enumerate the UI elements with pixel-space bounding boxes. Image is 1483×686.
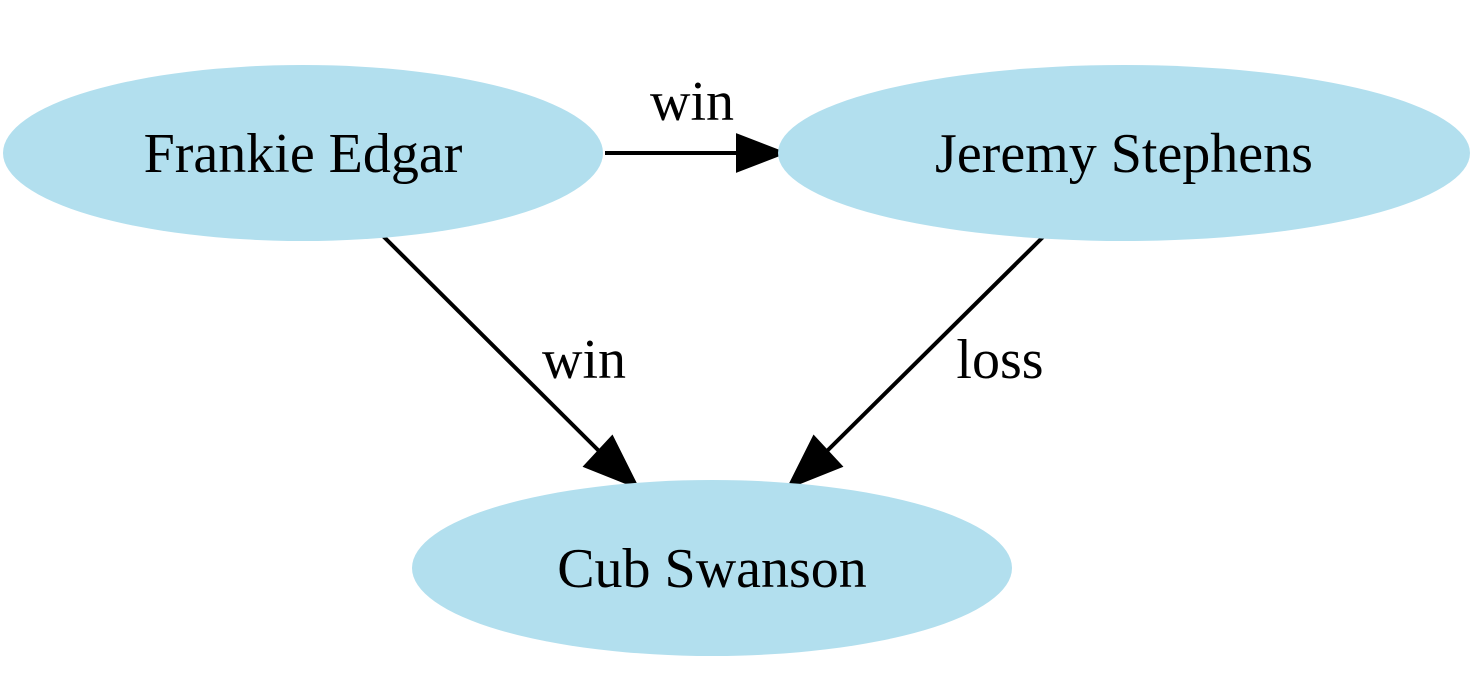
node-cub-swanson: Cub Swanson (412, 480, 1012, 656)
edge-jeremy-to-cub: loss (785, 234, 1046, 490)
edge-label: win (542, 329, 626, 391)
node-ellipse (3, 65, 603, 241)
node-label: Jeremy Stephens (935, 123, 1313, 185)
edge-frankie-to-jeremy: win (605, 71, 788, 173)
edge-label: win (650, 71, 734, 133)
node-frankie-edgar: Frankie Edgar (3, 65, 603, 241)
edge-line (824, 234, 1046, 454)
edge-line (381, 234, 602, 454)
arrowhead-icon (785, 434, 844, 490)
arrowhead-icon (736, 133, 788, 173)
edge-frankie-to-cub: win (381, 234, 641, 490)
edge-label: loss (956, 329, 1043, 391)
arrowhead-icon (582, 434, 641, 490)
node-ellipse (412, 480, 1012, 656)
node-label: Frankie Edgar (144, 123, 463, 185)
node-label: Cub Swanson (557, 538, 867, 600)
node-ellipse (778, 65, 1470, 241)
node-jeremy-stephens: Jeremy Stephens (778, 65, 1470, 241)
